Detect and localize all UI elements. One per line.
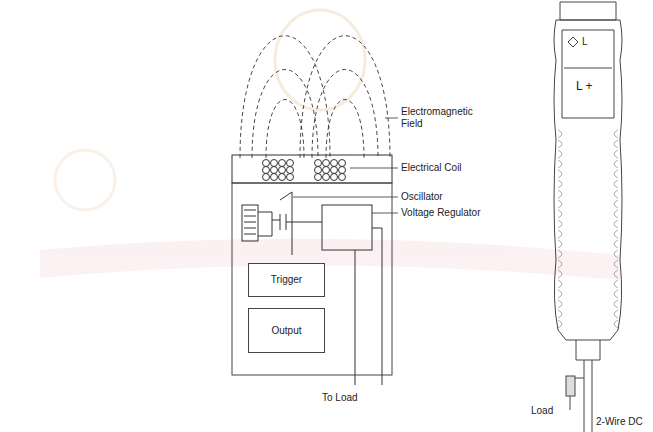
sensor-body <box>554 2 622 432</box>
knurl-mark <box>558 210 618 218</box>
knurl-mark <box>558 170 618 178</box>
coil-winding <box>323 167 330 174</box>
knurl-mark <box>558 140 618 148</box>
knurl-mark <box>558 130 618 138</box>
coil-winding <box>271 160 278 167</box>
field-label: Electromagnetic Field <box>401 106 489 130</box>
knurl-mark <box>558 240 618 248</box>
coil-winding <box>263 174 270 181</box>
coil-winding <box>331 167 338 174</box>
coil-label: Electrical Coil <box>401 162 462 174</box>
wires <box>300 222 382 385</box>
voltage-regulator-box <box>322 205 372 250</box>
supply-label: 2-Wire DC <box>596 416 643 428</box>
coil-winding <box>339 174 346 181</box>
regulator-label: Voltage Regulator <box>401 207 481 219</box>
oscillator-label: Oscillator <box>401 191 443 203</box>
coil-winding <box>271 167 278 174</box>
coil-winding <box>279 174 286 181</box>
coil-winding <box>323 174 330 181</box>
sensor-knurl <box>558 130 618 328</box>
knurl-mark <box>558 270 618 278</box>
knurl-mark <box>558 230 618 238</box>
coil-winding <box>315 160 322 167</box>
coil-winding <box>279 160 286 167</box>
box-label: Output <box>271 325 301 337</box>
coil-winding <box>287 174 294 181</box>
knurl-mark <box>558 310 618 318</box>
process-box: Output <box>248 308 325 353</box>
watermark <box>40 10 620 280</box>
knurl-mark <box>558 300 618 308</box>
coil-winding <box>315 174 322 181</box>
coil-winding <box>331 160 338 167</box>
oscillator-circuit <box>242 192 300 255</box>
to-load-label: To Load <box>322 392 358 404</box>
coil-winding <box>339 160 346 167</box>
coil-winding <box>331 174 338 181</box>
knurl-mark <box>558 250 618 258</box>
coil-winding <box>263 160 270 167</box>
coil-winding <box>339 167 346 174</box>
coil-winding <box>287 160 294 167</box>
knurl-mark <box>558 160 618 168</box>
leader-lines <box>293 118 398 213</box>
terminal-label: L + <box>576 80 593 92</box>
knurl-mark <box>558 260 618 268</box>
coil-winding <box>323 160 330 167</box>
knurl-mark <box>558 220 618 228</box>
coil-winding <box>271 174 278 181</box>
knurl-mark <box>558 180 618 188</box>
knurl-mark <box>558 150 618 158</box>
coil <box>232 155 392 183</box>
coil-winding <box>279 167 286 174</box>
process-box: Trigger <box>248 263 325 297</box>
terminal-label: L <box>582 36 588 48</box>
coil-winding <box>287 167 294 174</box>
field-lines <box>240 36 390 158</box>
knurl-mark <box>558 290 618 298</box>
knurl-mark <box>558 190 618 198</box>
load-label: Load <box>531 405 553 417</box>
coil-winding <box>315 167 322 174</box>
housing <box>232 183 392 375</box>
coil-winding <box>263 167 270 174</box>
knurl-mark <box>558 320 618 328</box>
knurl-mark <box>558 280 618 288</box>
box-label: Trigger <box>271 274 302 286</box>
knurl-mark <box>558 200 618 208</box>
